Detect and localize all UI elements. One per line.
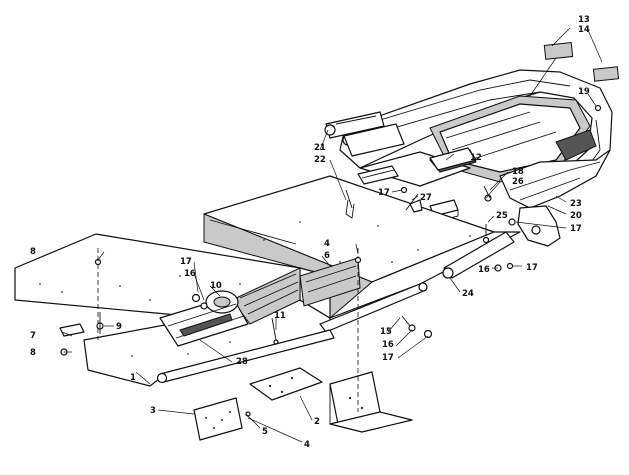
hitch-bracket xyxy=(324,111,405,157)
callout-24: 24 xyxy=(462,289,474,299)
l-bracket-2 xyxy=(329,371,413,433)
leader-lines xyxy=(61,27,603,443)
callout-4-a: 4 xyxy=(324,239,330,249)
callout-19: 19 xyxy=(578,87,590,97)
panel-texture xyxy=(39,221,471,357)
callout-12: 12 xyxy=(470,153,482,163)
callout-9: 9 xyxy=(116,322,122,332)
callout-17-b: 17 xyxy=(570,224,582,234)
callout-26: 26 xyxy=(512,177,524,187)
callout-1: 1 xyxy=(130,373,136,383)
callout-13: 13 xyxy=(578,15,590,25)
callout-16-b: 16 xyxy=(184,269,196,279)
callout-16-c: 16 xyxy=(382,340,394,350)
callout-17-d: 17 xyxy=(180,257,192,267)
callout-23: 23 xyxy=(570,199,582,209)
callout-3: 3 xyxy=(150,406,156,416)
callout-28: 28 xyxy=(236,357,248,367)
callout-7: 7 xyxy=(30,331,36,341)
callout-22: 22 xyxy=(314,155,326,165)
fasteners xyxy=(59,104,602,417)
callout-6: 6 xyxy=(324,251,330,261)
callout-2: 2 xyxy=(314,417,320,427)
callout-labels: 13 14 19 21 12 22 17 18 26 27 25 23 20 1… xyxy=(30,15,590,450)
callout-17-c: 17 xyxy=(526,263,538,273)
callout-17-e: 17 xyxy=(382,353,394,363)
callout-15: 15 xyxy=(380,327,392,337)
callout-11: 11 xyxy=(274,311,286,321)
callout-5: 5 xyxy=(262,427,268,437)
callout-8-a: 8 xyxy=(30,247,36,257)
mounting-plate-3 xyxy=(193,397,243,441)
callout-25: 25 xyxy=(496,211,508,221)
callout-21: 21 xyxy=(314,143,326,153)
heat-exchanger-10 xyxy=(159,290,249,347)
callout-8-b: 8 xyxy=(30,348,36,358)
callout-17-a: 17 xyxy=(378,188,390,198)
callout-4-b: 4 xyxy=(304,440,310,450)
callout-16-a: 16 xyxy=(478,265,490,275)
tunnel-assembly xyxy=(14,175,521,387)
mounting-plate-5 xyxy=(249,367,323,401)
callout-18: 18 xyxy=(512,167,524,177)
callout-10: 10 xyxy=(210,281,222,291)
callout-20: 20 xyxy=(570,211,582,221)
callout-27: 27 xyxy=(420,193,432,203)
decal-pair xyxy=(543,42,620,82)
callout-14: 14 xyxy=(578,25,590,35)
skid-plate-12 xyxy=(357,147,477,185)
